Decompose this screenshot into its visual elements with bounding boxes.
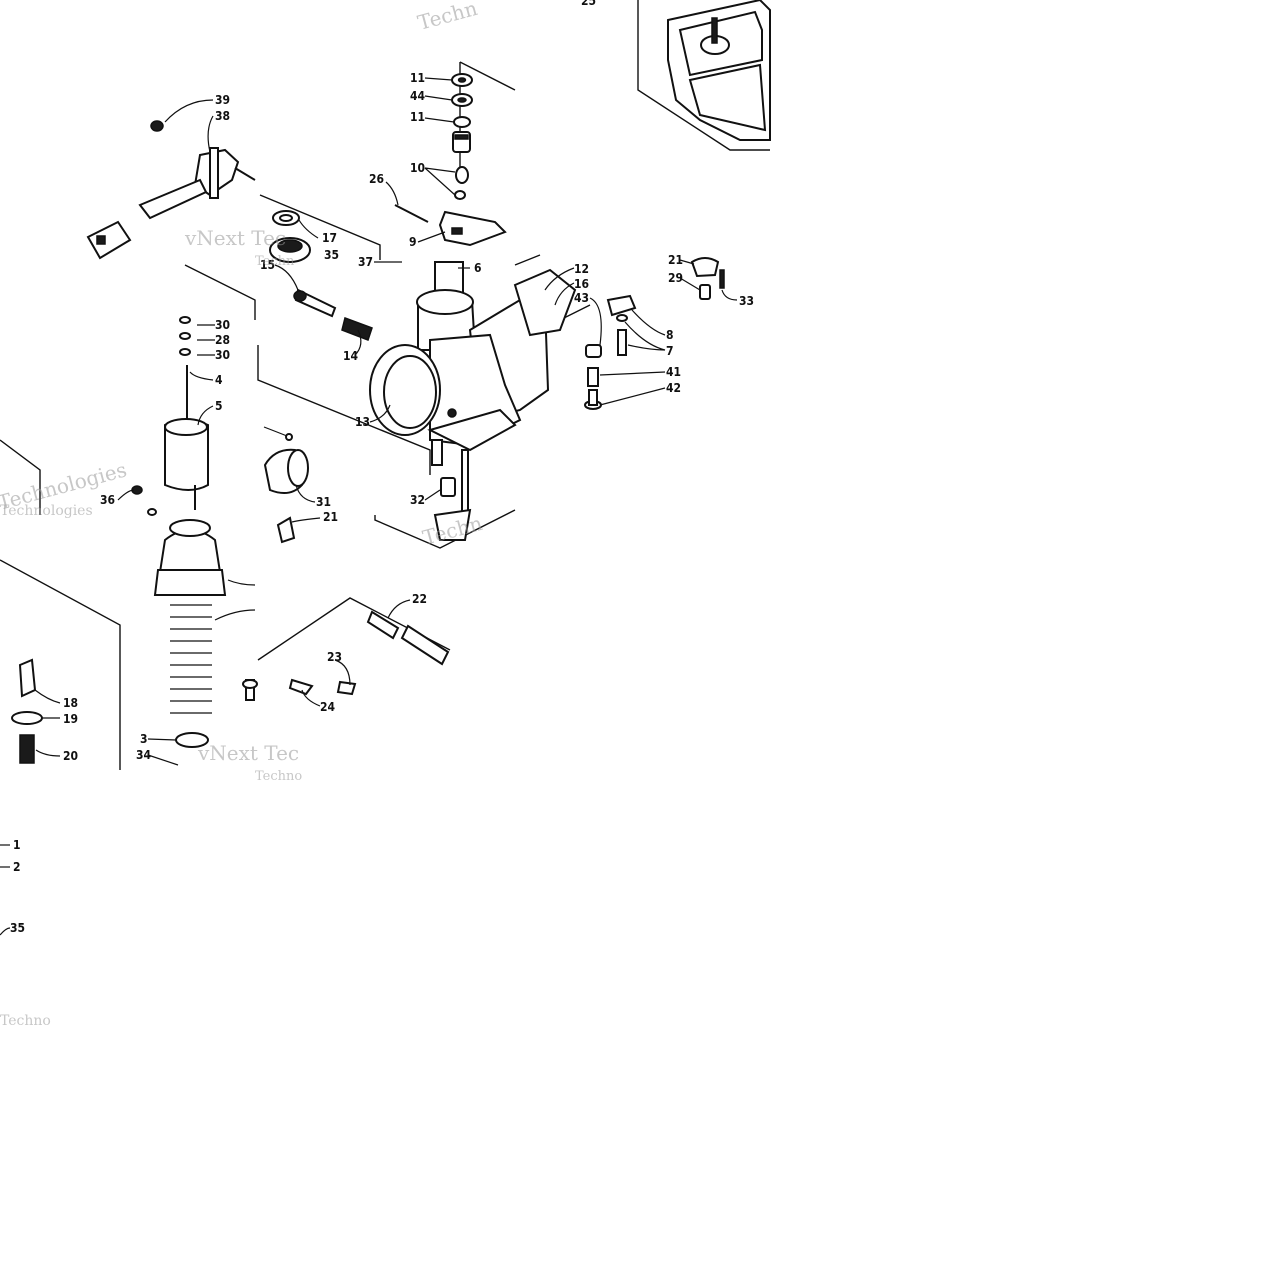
callout-34: 34 [136,748,152,762]
callout-36: 36 [100,493,115,507]
float-bowl [667,0,771,141]
callout-14: 14 [343,349,359,363]
main-jet [433,477,472,541]
callout-11-top: 11 [410,71,425,85]
watermarks: Techn vNext Tec vNext Tec Technologies T… [0,0,485,1029]
watermark-top: Techn [415,0,480,35]
callout-35-bottom: 35 [10,921,25,935]
callout-41: 41 [666,365,681,379]
choke-lever [86,120,256,260]
carburetor-body [369,261,577,521]
callout-16: 16 [574,277,589,291]
callout-15: 15 [260,258,275,272]
callout-1: 1 [13,838,21,852]
callout-44: 44 [410,89,426,103]
callout-8: 8 [666,328,674,342]
callout-30-top: 30 [215,318,230,332]
callout-28: 28 [215,333,230,347]
callout-30-bottom: 30 [215,348,230,362]
callout-22: 22 [412,592,427,606]
callout-43: 43 [574,291,589,305]
callout-37: 37 [358,255,373,269]
leader-lines [0,77,738,936]
callout-33: 33 [739,294,754,308]
watermark-spring: Techno [255,769,302,784]
throttle-lever [394,204,507,247]
callout-38: 38 [215,109,230,123]
jet-stack [11,658,43,764]
throttle-slide [164,418,209,510]
callout-7: 7 [666,344,674,358]
callout-17: 17 [322,231,337,245]
callout-13: 13 [355,415,370,429]
watermark-upper: vNext Tec [184,226,286,250]
callout-2: 2 [13,860,21,874]
vent-tube [366,610,450,666]
callout-19: 19 [63,712,78,726]
watermark-bottom-left: Techno [0,1013,51,1029]
float-and-jet [263,433,309,544]
top-cap [269,210,311,263]
callout-10: 10 [410,161,425,175]
callout-35-top: 35 [324,248,339,262]
callout-11-lower: 11 [410,110,425,124]
callout-9: 9 [409,235,417,249]
callout-21-float: 21 [323,510,338,524]
watermark-left-b: Technologies [0,503,93,519]
callout-20: 20 [63,749,78,763]
callout-6: 6 [474,261,482,275]
spring-and-cap [153,519,227,748]
callout-21-right: 21 [668,253,683,267]
watermark-lower: vNext Tec [197,741,299,765]
small-bits [131,485,157,516]
callout-23: 23 [327,650,342,664]
callout-42: 42 [666,381,681,395]
callout-25: 25 [581,0,596,8]
watermark-float: Techn [255,254,295,269]
top-washers [451,73,473,200]
callout-29: 29 [668,271,683,285]
callout-4: 4 [215,373,223,387]
callout-39: 39 [215,93,230,107]
callout-3: 3 [140,732,148,746]
callout-12: 12 [574,262,589,276]
callout-5: 5 [215,399,223,413]
small-screws [242,678,357,701]
idle-screw [293,288,373,341]
callout-31: 31 [316,495,331,509]
callout-24: 24 [320,700,336,714]
callout-labels: 1 2 3 4 5 6 7 8 9 10 11 11 12 13 14 15 1… [10,0,754,935]
callout-32: 32 [410,493,425,507]
callout-18: 18 [63,696,78,710]
callout-26: 26 [369,172,384,186]
right-side-parts [584,257,725,410]
